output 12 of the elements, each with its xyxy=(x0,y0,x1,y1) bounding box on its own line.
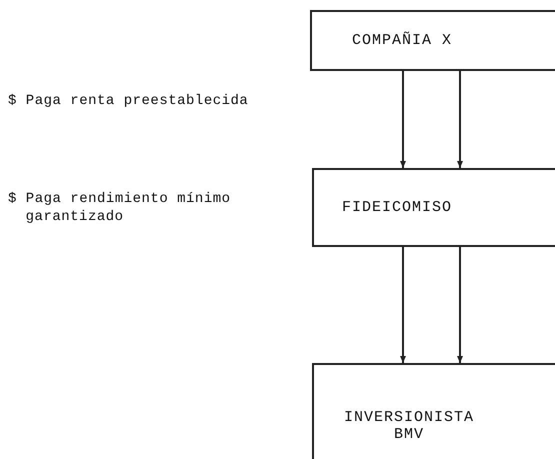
process-box xyxy=(312,168,555,247)
arrow xyxy=(400,71,406,168)
box-label: COMPAÑIA X xyxy=(352,32,452,49)
arrow xyxy=(400,247,406,363)
note-text: $ Paga renta preestablecida xyxy=(8,92,250,110)
arrow xyxy=(457,247,463,363)
box-label: FIDEICOMISO xyxy=(342,199,452,216)
box-label: INVERSIONISTA BMV xyxy=(342,409,476,443)
note-text: $ Paga rendimiento mínimo garantizado xyxy=(8,190,232,226)
arrow xyxy=(457,71,463,168)
process-box xyxy=(310,10,555,71)
process-box xyxy=(312,363,555,459)
